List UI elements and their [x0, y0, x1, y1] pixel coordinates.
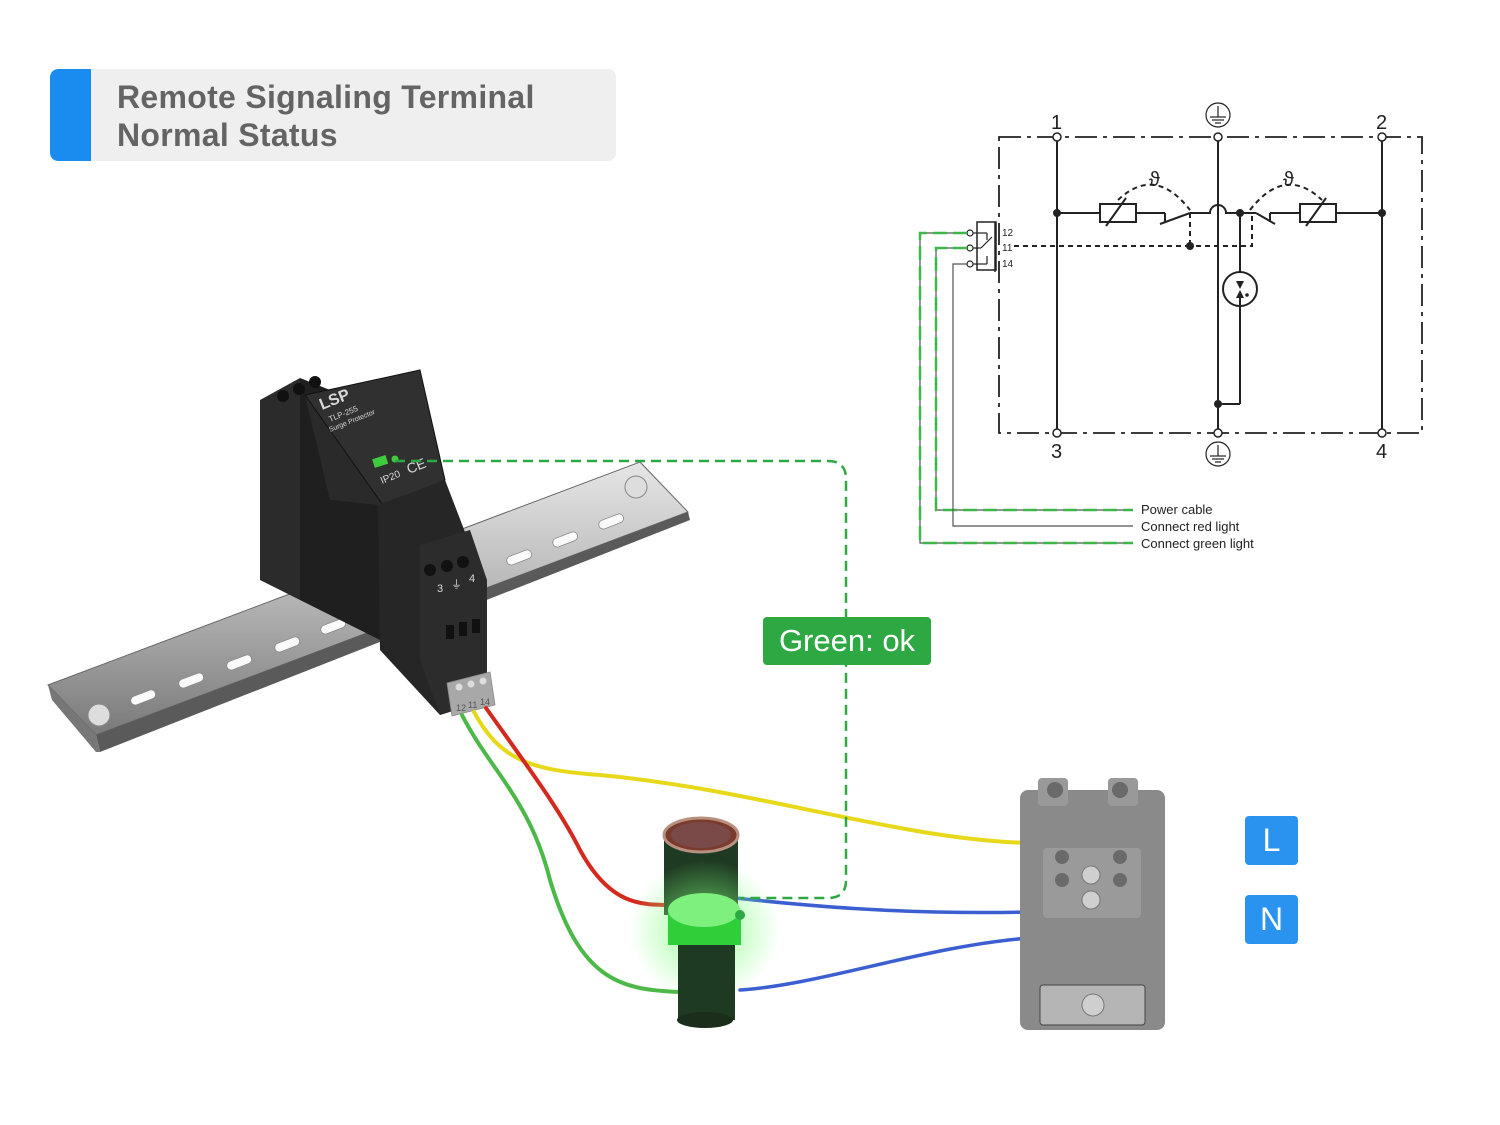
terminal-ground-label: ⏚ [451, 578, 462, 591]
terminal-3-label: 3 [437, 583, 443, 595]
terminal-label-1: 1 [1051, 112, 1062, 134]
pin-14-label: 14 [480, 697, 490, 707]
screw-icon [1081, 993, 1105, 1017]
circuit-schematic [918, 102, 1423, 545]
screw-icon [1081, 865, 1101, 885]
signal-terminal-connector [446, 671, 496, 717]
title-banner: Remote Signaling Terminal Normal Status [50, 69, 616, 161]
terminal-4-label: 4 [469, 573, 475, 585]
rail-screw-icon [624, 475, 648, 499]
terminal-label-4: 4 [1376, 441, 1387, 463]
wire-green [460, 713, 682, 994]
screw-icon [1081, 890, 1101, 910]
varistor-left [1099, 203, 1137, 223]
status-badge: Green: ok [763, 617, 931, 665]
pin-label-12: 12 [1002, 228, 1014, 239]
wire-red [484, 706, 674, 907]
terminal-2 [1377, 132, 1387, 142]
terminal-ground-bottom [1213, 428, 1223, 438]
pin-label-11: 11 [1002, 243, 1013, 254]
live-wire-label: L [1245, 816, 1298, 865]
ground-icon [1205, 441, 1231, 467]
neutral-wire-label: N [1245, 895, 1298, 944]
signal-contact-block [976, 221, 997, 271]
legend-red-light: Connect red light [1141, 519, 1240, 534]
thermal-symbol: ϑ [1283, 169, 1294, 191]
terminal-label-2: 2 [1376, 112, 1387, 134]
wiring [460, 706, 1457, 994]
schematic-enclosure [998, 136, 1423, 434]
terminal-ground-top [1213, 132, 1223, 142]
wire-yellow [472, 710, 1032, 845]
terminal-label-3: 3 [1051, 441, 1062, 463]
status-window-green [372, 455, 389, 468]
terminal-1 [1052, 132, 1062, 142]
pin-12-label: 12 [456, 703, 466, 713]
terminal-3 [1052, 428, 1062, 438]
thermal-symbol: ϑ [1149, 169, 1160, 191]
status-pointer-line [395, 459, 848, 900]
title-line-2: Normal Status [117, 117, 338, 153]
pin-11-label: 11 [468, 700, 477, 710]
terminal-4 [1377, 428, 1387, 438]
wire-blue-lower [738, 936, 1032, 992]
wire-blue-upper [733, 896, 1032, 915]
rail-screw-icon [87, 703, 111, 727]
varistor-right [1299, 203, 1337, 223]
green-indicator-light [630, 860, 780, 1028]
surge-protector [260, 369, 487, 715]
title-line-1: Remote Signaling Terminal [117, 79, 535, 115]
pin-label-14: 14 [1002, 259, 1014, 270]
ce-mark: CE [404, 455, 428, 477]
title-accent-bar [50, 69, 91, 161]
legend-green-light: Connect green light [1141, 536, 1254, 551]
terminal-block [1020, 778, 1165, 1030]
page-title: Remote Signaling Terminal Normal Status [117, 78, 535, 154]
ground-icon [1205, 102, 1231, 128]
legend-power-cable: Power cable [1141, 502, 1213, 517]
